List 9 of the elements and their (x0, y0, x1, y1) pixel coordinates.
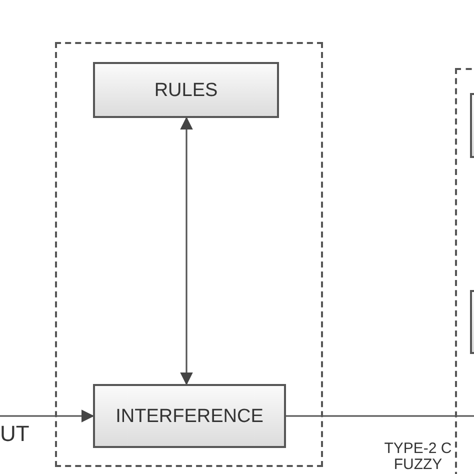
box-label: RULES (154, 80, 218, 100)
text-label: TYPE-2 C FUZZY (383, 441, 453, 472)
arrow (0, 410, 94, 422)
arrow (180, 116, 193, 386)
process-box (93, 384, 286, 448)
input-label: UT (0, 423, 30, 445)
box-label: INTERFERENCE (116, 406, 264, 426)
dashed-group-box (55, 42, 323, 467)
process-box (93, 62, 279, 118)
